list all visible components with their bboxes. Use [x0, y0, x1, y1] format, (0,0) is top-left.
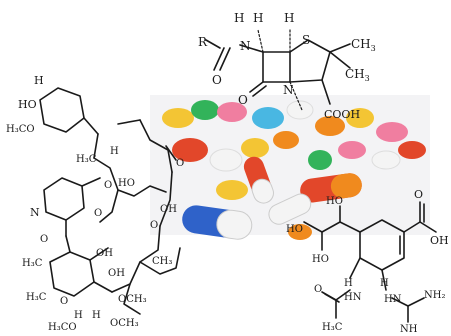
- zan-H-2: H: [380, 278, 389, 289]
- pen-N1: N: [240, 39, 251, 53]
- pill: [338, 141, 366, 159]
- mac-O-4: O: [40, 234, 48, 245]
- pen-S: S: [302, 33, 310, 47]
- mac-H3C-3: H₃C: [26, 292, 47, 303]
- pill: [315, 116, 345, 136]
- mac-H-1: H: [110, 146, 119, 157]
- pen-H1: H: [234, 11, 244, 25]
- zan-O-2: O: [314, 284, 322, 295]
- capsule: [268, 193, 312, 225]
- pill-pile: [150, 95, 430, 240]
- pen-H3: H: [284, 11, 294, 25]
- mac-OH-1: OH: [96, 248, 113, 259]
- pill: [398, 141, 426, 159]
- pen-CH3-1: CH3: [351, 37, 376, 53]
- mac-H3CO: H₃CO: [6, 124, 35, 135]
- pill: [217, 102, 247, 122]
- zan-OH: OH: [430, 234, 449, 247]
- mac-CH3-1: CH₃: [152, 256, 172, 267]
- zanamivir-structure: O OH HO HO HO H H HN HN H₃C O NH₂ NH: [286, 188, 449, 335]
- mac-O-5: O: [60, 296, 68, 307]
- mac-HO: HO: [18, 98, 37, 111]
- pen-COOH: COOH: [324, 108, 360, 121]
- mac-H-top: H: [34, 74, 44, 87]
- mac-O-2: O: [176, 158, 184, 169]
- pill: [371, 150, 401, 170]
- zan-HO-1: HO: [326, 196, 343, 207]
- pill: [376, 122, 408, 142]
- pill: [273, 131, 299, 149]
- zan-HN-2: HN: [384, 294, 402, 305]
- pen-R: R: [198, 35, 208, 49]
- mac-H-3: H: [92, 310, 101, 321]
- zan-NH: NH: [400, 324, 418, 335]
- mac-HO-2: HO: [118, 178, 135, 189]
- capsule: [182, 205, 253, 240]
- capsule: [243, 156, 274, 204]
- pill: [252, 107, 284, 129]
- mac-O-6: O: [150, 220, 158, 231]
- mac-H3C-2: H₃C: [22, 258, 43, 269]
- pill: [162, 108, 194, 128]
- zan-HN-1: HN: [344, 292, 362, 303]
- pill: [288, 224, 312, 240]
- pill: [241, 138, 269, 158]
- penicillin-structure: H H H R N O S CH3 CH3 N O COOH: [198, 11, 376, 121]
- mac-OCH3-1: OCH₃: [118, 294, 147, 305]
- mac-H3CO-2: H₃CO: [48, 322, 77, 333]
- mac-H3C-1: H₃C: [76, 154, 97, 165]
- pill: [308, 150, 332, 170]
- mac-N: N: [30, 206, 40, 219]
- pill: [216, 180, 248, 200]
- pen-CH3-2: CH3: [345, 67, 370, 83]
- pen-N2: N: [283, 83, 294, 97]
- pill: [209, 148, 243, 172]
- zan-O: O: [414, 188, 423, 201]
- mac-OCH3-2: OCH₃: [110, 318, 139, 329]
- zan-H-1: H: [344, 278, 353, 289]
- zan-HO-3: HO: [312, 254, 329, 265]
- pill: [286, 100, 314, 120]
- capsule: [300, 173, 362, 203]
- macrolide-structure: H HO H₃CO H₃C H O HO O N O O OH CH₃ H₃C …: [6, 74, 184, 333]
- zan-H3C: H₃C: [322, 322, 343, 333]
- pen-O2: O: [238, 93, 248, 107]
- mac-H-2: H: [74, 310, 83, 321]
- pill: [346, 108, 374, 128]
- zan-HO-2: HO: [286, 224, 303, 235]
- pen-O1: O: [212, 73, 222, 87]
- pen-H2: H: [253, 11, 263, 25]
- mac-O-1: O: [104, 180, 112, 191]
- zan-NH2: NH₂: [424, 290, 445, 301]
- pill: [172, 138, 208, 162]
- mac-OH-2: OH: [108, 268, 125, 279]
- pill: [191, 100, 219, 120]
- mac-OH-3: OH: [160, 204, 177, 215]
- mac-O-3: O: [94, 208, 102, 219]
